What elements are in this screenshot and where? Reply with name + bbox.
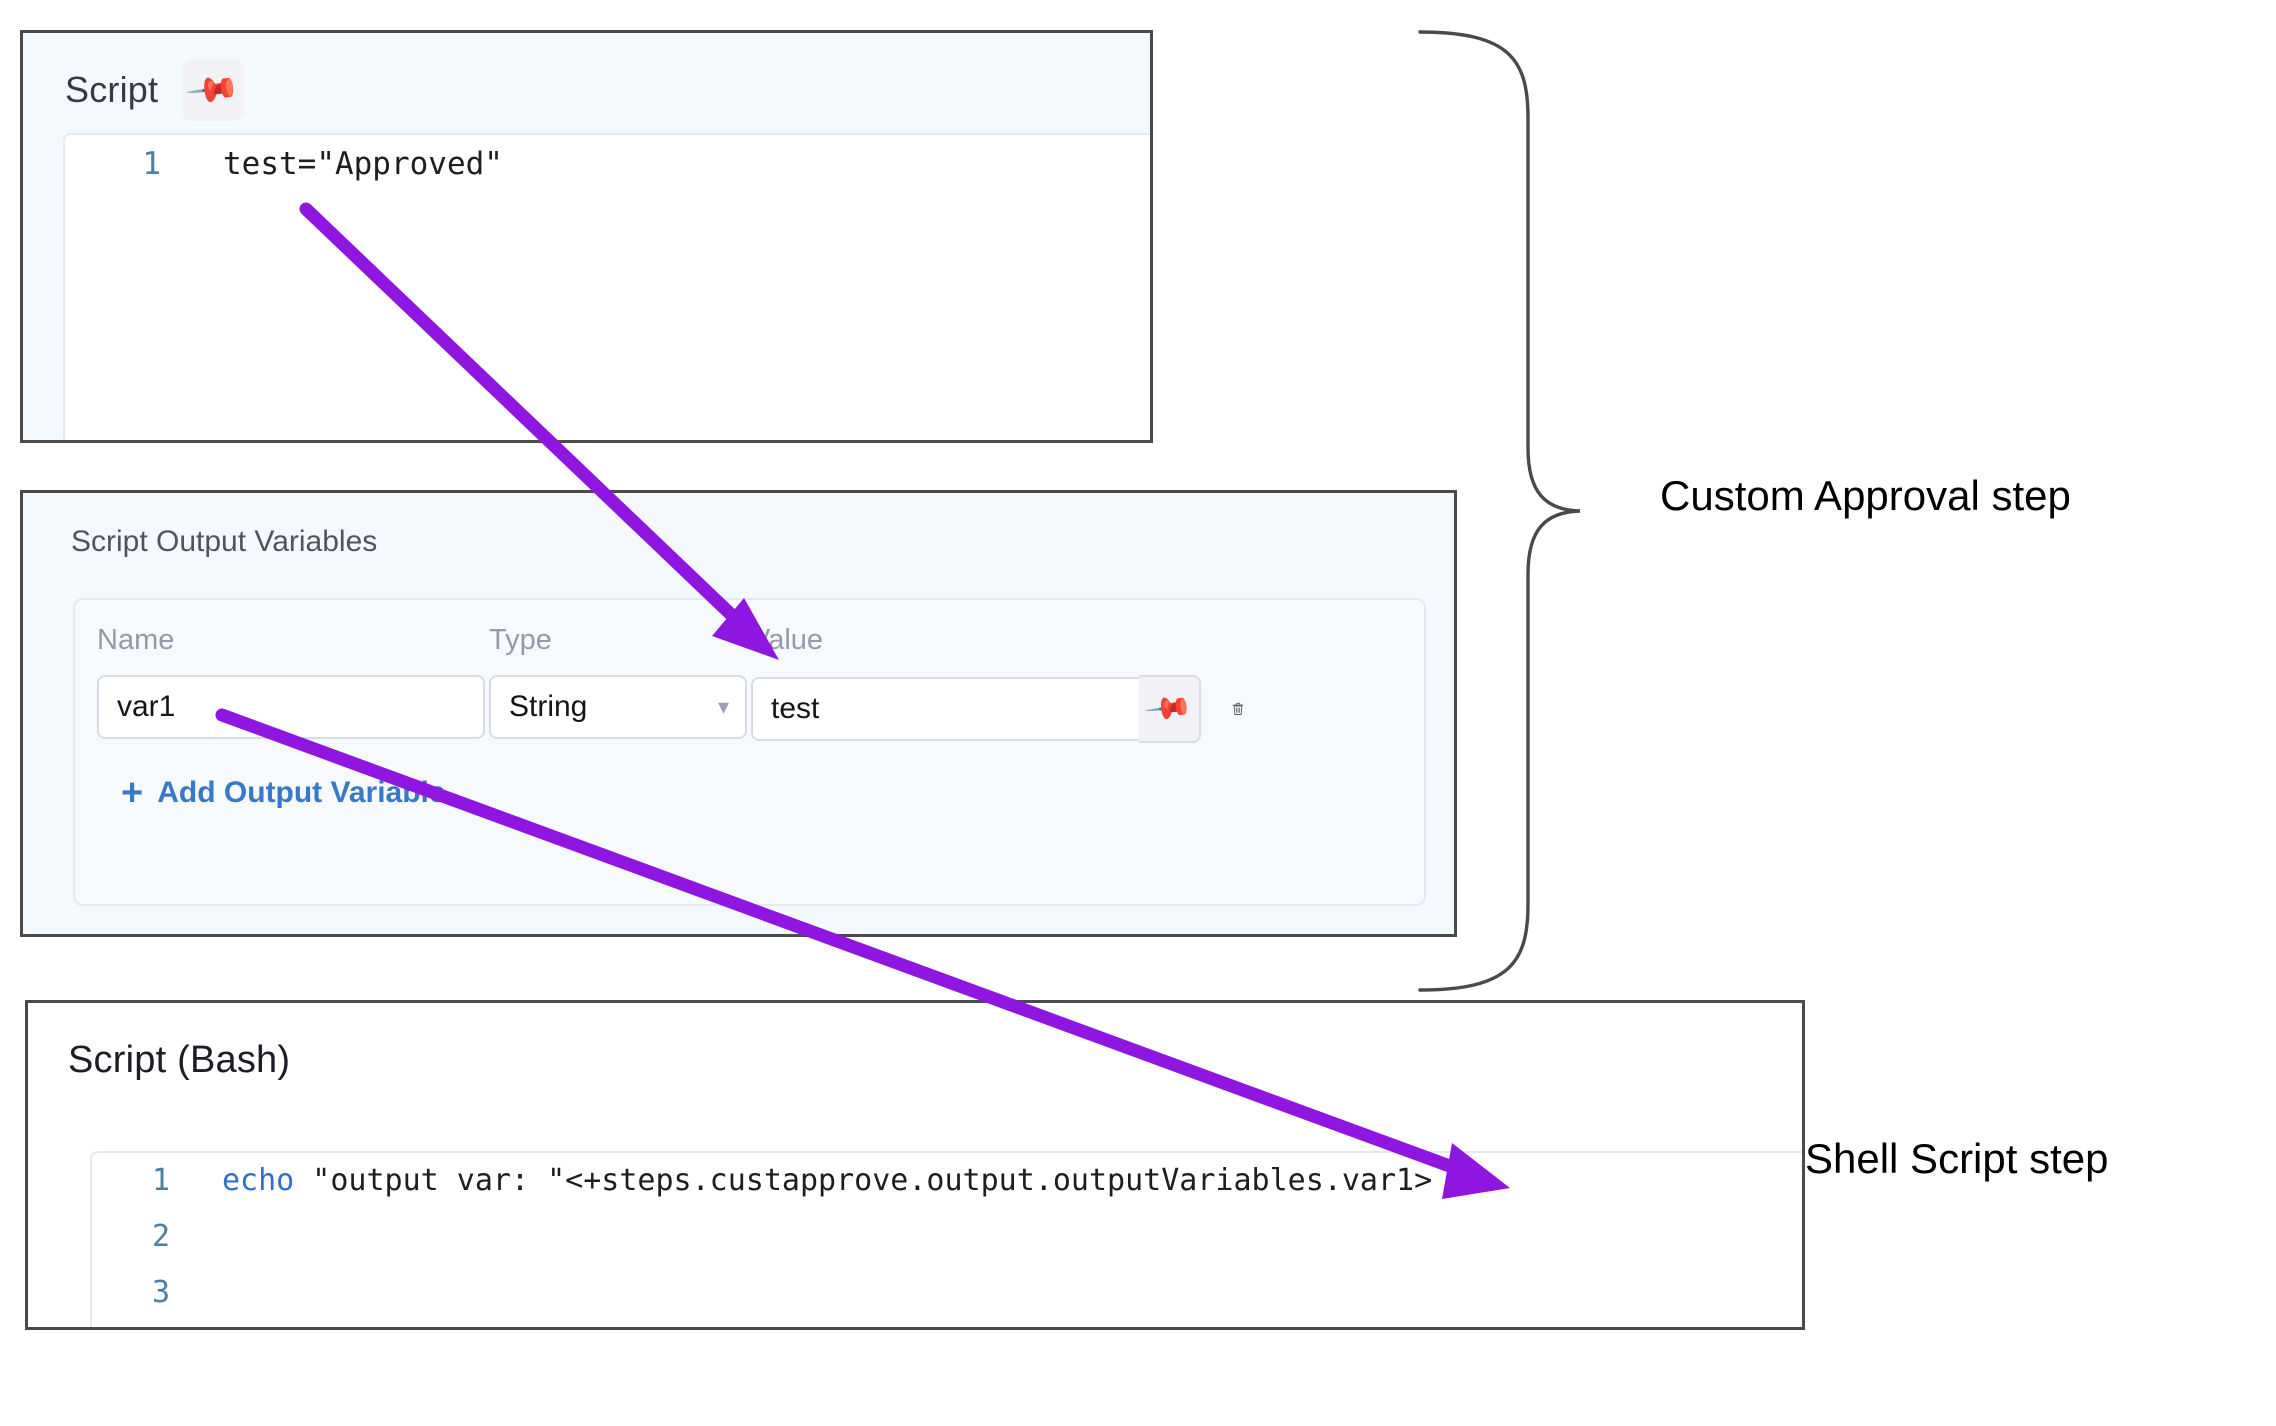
code-line: 1 echo "output var: "<+steps.custapprove… — [92, 1153, 1802, 1209]
column-header-type: Type — [489, 624, 552, 656]
plus-icon: + — [121, 772, 144, 814]
code-text: test="Approved" — [223, 146, 503, 182]
variable-value-input[interactable]: test — [751, 677, 1139, 741]
line-number: 1 — [142, 146, 161, 182]
output-variables-table: Name Type Value var1 String ▾ test 📌 — [75, 600, 1424, 743]
script-panel-title: Script — [65, 69, 159, 110]
script-output-variables-panel: Script Output Variables Name Type Value … — [20, 490, 1457, 937]
code-text: echo "output var: "<+steps.custapprove.o… — [222, 1153, 1432, 1209]
trash-icon — [1232, 702, 1244, 715]
delete-row-button[interactable] — [1231, 675, 1245, 743]
annotation-shell-script-step: Shell Script step — [1805, 1135, 2109, 1182]
output-variables-card: Name Type Value var1 String ▾ test 📌 — [73, 598, 1426, 906]
add-output-variable-label: Add Output Variable — [157, 776, 446, 809]
code-line: 3 — [92, 1265, 1802, 1321]
bash-code-editor[interactable]: 1 echo "output var: "<+steps.custapprove… — [90, 1151, 1802, 1327]
pin-icon-button[interactable]: 📌 — [182, 59, 245, 121]
code-rest: "output var: "<+steps.custapprove.output… — [294, 1163, 1433, 1198]
column-header-value: Value — [751, 624, 824, 656]
annotation-custom-approval-step: Custom Approval step — [1660, 472, 2071, 519]
bash-script-panel: Script (Bash) 1 echo "output var: "<+ste… — [25, 1000, 1805, 1330]
pin-icon: 📌 — [1144, 684, 1195, 734]
value-pin-icon-button[interactable]: 📌 — [1139, 675, 1201, 743]
variable-type-select[interactable]: String ▾ — [489, 675, 747, 739]
line-number: 3 — [151, 1275, 170, 1310]
code-line: 2 — [92, 1209, 1802, 1265]
pin-icon: 📌 — [184, 61, 242, 119]
grid-gap — [1201, 624, 1245, 675]
script-code-editor[interactable]: 1 test="Approved" — [63, 133, 1150, 440]
chevron-down-icon: ▾ — [717, 694, 729, 719]
line-number: 2 — [151, 1219, 170, 1254]
variable-name-input[interactable]: var1 — [97, 675, 485, 739]
variable-value-group: test 📌 — [751, 675, 1201, 743]
code-line: 1 test="Approved" — [65, 135, 1150, 193]
code-keyword: echo — [222, 1163, 295, 1198]
column-header-name: Name — [97, 624, 175, 656]
bash-script-title: Script (Bash) — [68, 1039, 291, 1081]
script-panel: Script 📌 1 test="Approved" — [20, 30, 1153, 443]
line-number: 1 — [151, 1163, 170, 1198]
variable-type-value: String — [509, 690, 588, 723]
script-panel-header: Script 📌 — [23, 33, 1150, 121]
script-output-variables-title: Script Output Variables — [71, 525, 378, 558]
add-output-variable-button[interactable]: + Add Output Variable — [121, 774, 446, 812]
